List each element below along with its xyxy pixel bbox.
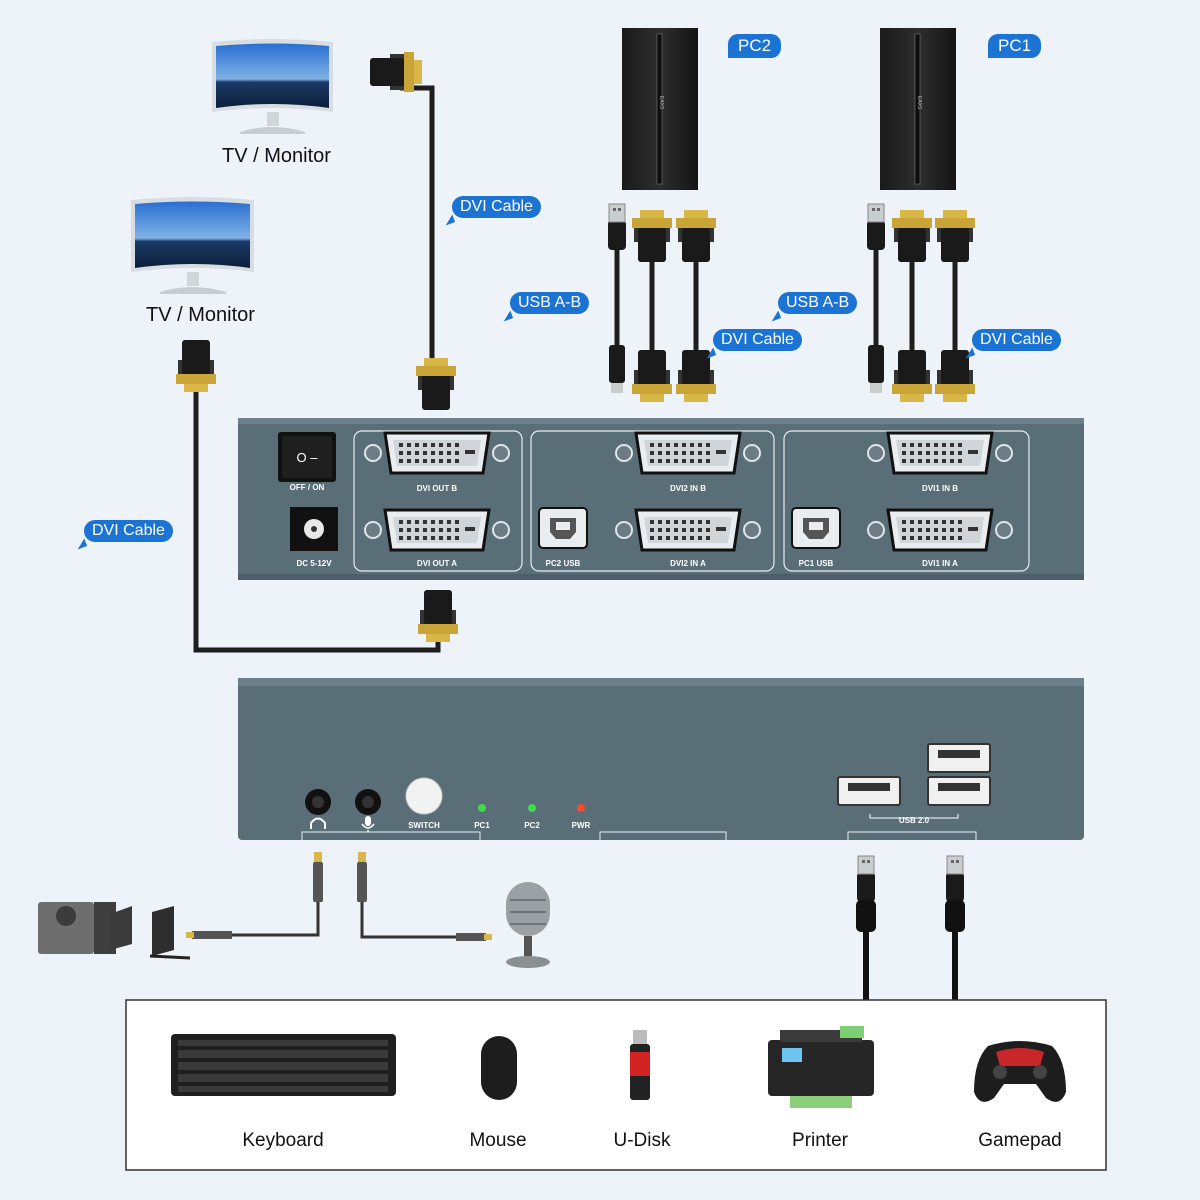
label-switch: SWITCH xyxy=(408,821,440,830)
device-label-u-disk: U-Disk xyxy=(613,1130,671,1151)
device-label-mouse: Mouse xyxy=(469,1130,527,1151)
kvm-front-panel: SWITCH PC1 PC2 PWR USB 2.0 xyxy=(238,678,1084,840)
device-label-gamepad: Gamepad xyxy=(978,1130,1062,1151)
label-pc1-usb: PC1 USB xyxy=(799,559,834,568)
tag-dvi-pc2: DVI Cable xyxy=(713,329,802,351)
pc1-label: PC1 xyxy=(988,34,1042,58)
label-usb: USB 2.0 xyxy=(899,816,930,825)
usb-cables xyxy=(863,930,958,1000)
label-dvi-out-a: DVI OUT A xyxy=(417,559,457,568)
label-dvi1-in-b: DVI1 IN B xyxy=(922,484,958,493)
led-pwr xyxy=(577,804,585,812)
dvi-plug-out-b xyxy=(416,358,456,410)
monitor-top-label: TV / Monitor xyxy=(222,145,331,167)
dvi-cable-top-monitor xyxy=(400,85,435,370)
label-led-pc2: PC2 xyxy=(524,821,540,830)
tag-dvi-cable-top: DVI Cable xyxy=(452,196,541,218)
power-switch-glyph: O – xyxy=(297,450,319,465)
microphone-jack[interactable] xyxy=(355,789,381,832)
tag-usb-pc2: USB A-B xyxy=(510,292,590,314)
dvi-plug-out-a xyxy=(418,590,458,642)
printer-icon xyxy=(768,1026,874,1108)
audio-plug-mic xyxy=(357,852,367,902)
speakers-icon xyxy=(38,902,191,960)
tag-usb-pc1: USB A-B xyxy=(778,292,858,314)
keyboard-icon xyxy=(171,1034,396,1096)
power-switch[interactable] xyxy=(278,432,336,482)
pc1-tower xyxy=(880,28,956,190)
label-off-on: OFF / ON xyxy=(290,483,325,492)
pc1-cables xyxy=(873,250,958,362)
usb-a-port-3[interactable] xyxy=(927,776,991,806)
monitor-left xyxy=(131,197,254,294)
monitor-left-label: TV / Monitor xyxy=(146,304,255,326)
pc2-brand: EAXS xyxy=(658,96,664,110)
label-dvi-out-b: DVI OUT B xyxy=(417,484,458,493)
u-disk-icon xyxy=(630,1030,650,1100)
audio-plug-headphone xyxy=(313,852,323,902)
label-pc2-usb: PC2 USB xyxy=(546,559,581,568)
audio-cables xyxy=(230,900,460,939)
device-label-printer: Printer xyxy=(792,1130,848,1151)
pc2-label: PC2 xyxy=(728,34,782,58)
switch-button[interactable] xyxy=(405,777,443,815)
pc1-usb-port[interactable] xyxy=(791,507,841,549)
led-pc1 xyxy=(478,804,486,812)
label-dc: DC 5-12V xyxy=(296,559,332,568)
pc2-cables xyxy=(614,250,699,362)
mouse-icon xyxy=(481,1036,517,1100)
dvi-plug-monitor-left xyxy=(176,340,216,392)
led-pc2 xyxy=(528,804,536,812)
usb-a-port-2[interactable] xyxy=(927,743,991,773)
tag-dvi-cable-left: DVI Cable xyxy=(84,520,173,542)
dc-jack[interactable] xyxy=(290,507,338,551)
pc1-brand: EAXS xyxy=(916,96,922,110)
gamepad-icon xyxy=(974,1041,1066,1102)
tag-dvi-pc1: DVI Cable xyxy=(972,329,1061,351)
label-led-pc1: PC1 xyxy=(474,821,490,830)
microphone-icon xyxy=(506,882,550,968)
kvm-rear-panel: O – OFF / ON DC 5-12V DVI OUT B DVI OUT … xyxy=(238,418,1084,580)
monitor-top xyxy=(212,39,333,134)
device-label-keyboard: Keyboard xyxy=(242,1130,324,1151)
label-dvi2-in-a: DVI2 IN A xyxy=(670,559,706,568)
pc2-usb-port[interactable] xyxy=(538,507,588,549)
label-led-pwr: PWR xyxy=(572,821,591,830)
label-dvi1-in-a: DVI1 IN A xyxy=(922,559,958,568)
pc2-tower xyxy=(622,28,698,190)
label-dvi2-in-b: DVI2 IN B xyxy=(670,484,706,493)
headphone-jack[interactable] xyxy=(305,789,331,829)
usb-a-port-1[interactable] xyxy=(837,776,901,806)
